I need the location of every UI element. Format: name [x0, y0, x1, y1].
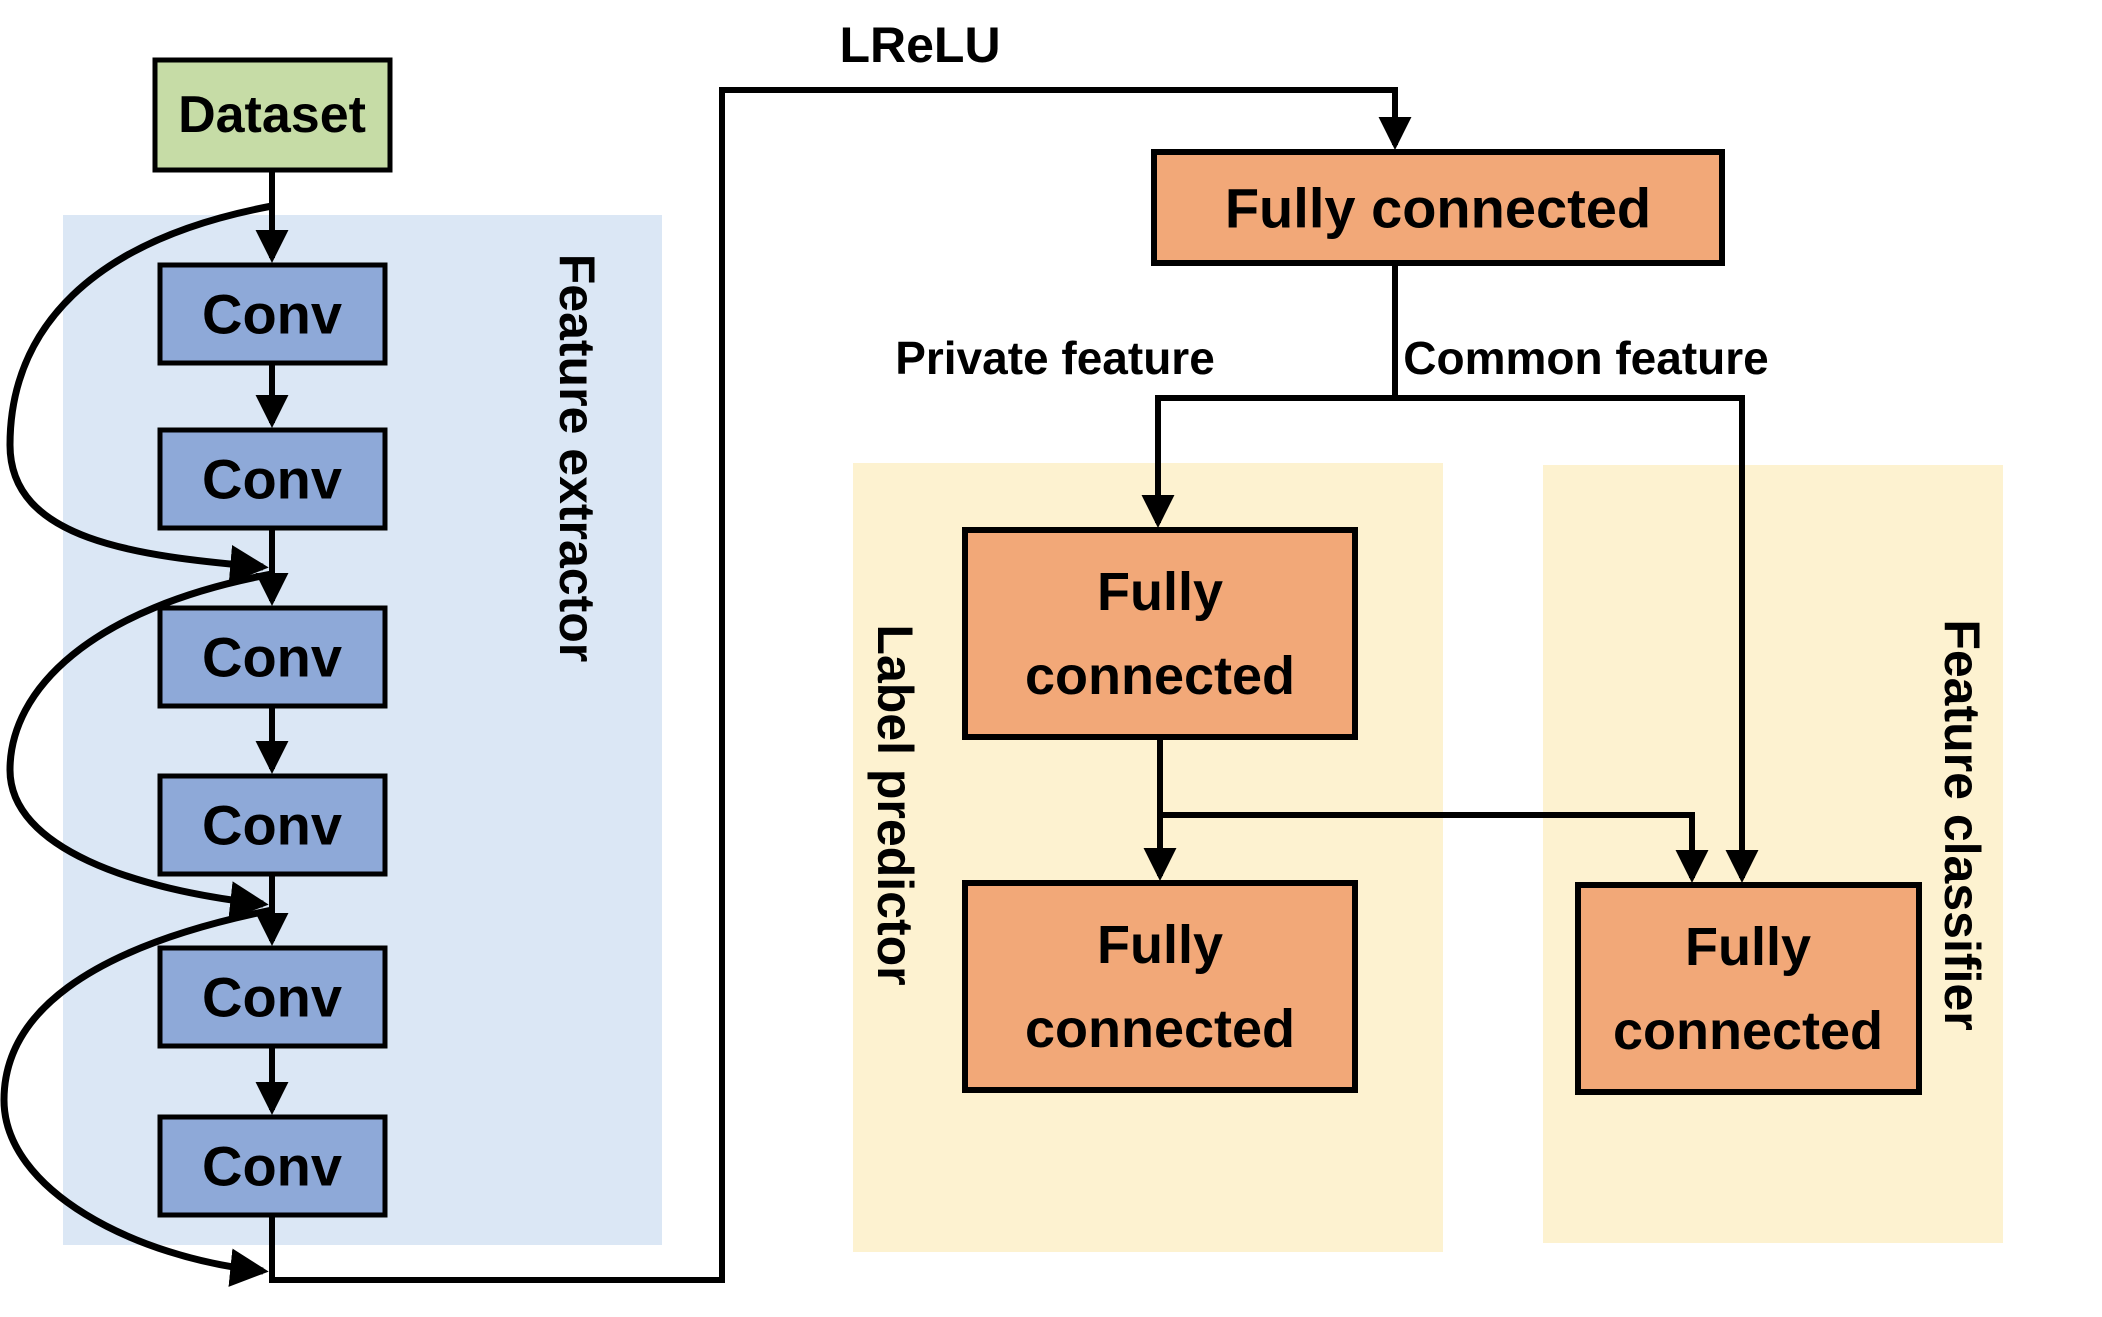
conv-box-6 — [157, 1114, 388, 1218]
feature-classifier-panel-label: Feature classifier — [1934, 619, 1990, 1030]
predictor-fc2-label-line1: Fully — [1097, 915, 1223, 975]
fully-connected-top-box — [1151, 149, 1725, 266]
predictor-fc1-label-line1: Fully — [1097, 562, 1223, 622]
conv-box-3 — [157, 605, 388, 709]
connector-lines — [0, 87, 1759, 1287]
common-feature-label: Common feature — [1403, 332, 1768, 384]
fully-connected-top-label: Fully connected — [1225, 177, 1651, 240]
dataset-box — [152, 57, 393, 173]
predictor-fc2-label-line2: connected — [1025, 999, 1295, 1059]
diagram-labels: Dataset Conv Conv Conv Conv Conv Conv LR… — [178, 17, 1990, 1198]
classifier-fc-label-line1: Fully — [1685, 917, 1811, 977]
conv-box-5 — [157, 945, 388, 1049]
dataset-label: Dataset — [178, 86, 366, 144]
conv-box-4 — [157, 773, 388, 877]
classifier-fc-box — [1575, 882, 1922, 1095]
arrow-private-feature-branch — [1141, 263, 1398, 528]
lrelu-label: LReLU — [839, 17, 1000, 73]
conv-box-1 — [157, 262, 388, 366]
skip-connection-3 — [0, 906, 273, 1287]
conv-label-5: Conv — [202, 966, 342, 1029]
predictor-fc2-box — [962, 880, 1358, 1093]
conv-label-3: Conv — [202, 626, 342, 689]
feature-extractor-panel — [63, 215, 662, 1245]
skip-connection-2 — [6, 570, 273, 920]
conv-box-2 — [157, 427, 388, 531]
arrow-predictor-to-classifier — [1160, 812, 1709, 883]
conv-label-4: Conv — [202, 794, 342, 857]
private-feature-label: Private feature — [895, 332, 1215, 384]
feature-extractor-panel-label: Feature extractor — [549, 254, 605, 663]
conv-label-1: Conv — [202, 283, 342, 346]
conv-label-2: Conv — [202, 448, 342, 511]
arrow-common-feature-branch — [1395, 395, 1759, 883]
classifier-fc-label-line2: connected — [1613, 1001, 1883, 1061]
skip-connections — [0, 202, 273, 1287]
predictor-fc1-label-line2: connected — [1025, 646, 1295, 706]
predictor-fc1-box — [962, 527, 1358, 740]
label-predictor-panel-label: Label predictor — [867, 624, 923, 985]
skip-connection-1 — [6, 202, 273, 584]
feature-classifier-panel — [1543, 465, 2003, 1243]
line-extractor-output-to-fc-top — [269, 87, 1412, 1283]
node-boxes — [152, 57, 1922, 1218]
conv-label-6: Conv — [202, 1135, 342, 1198]
